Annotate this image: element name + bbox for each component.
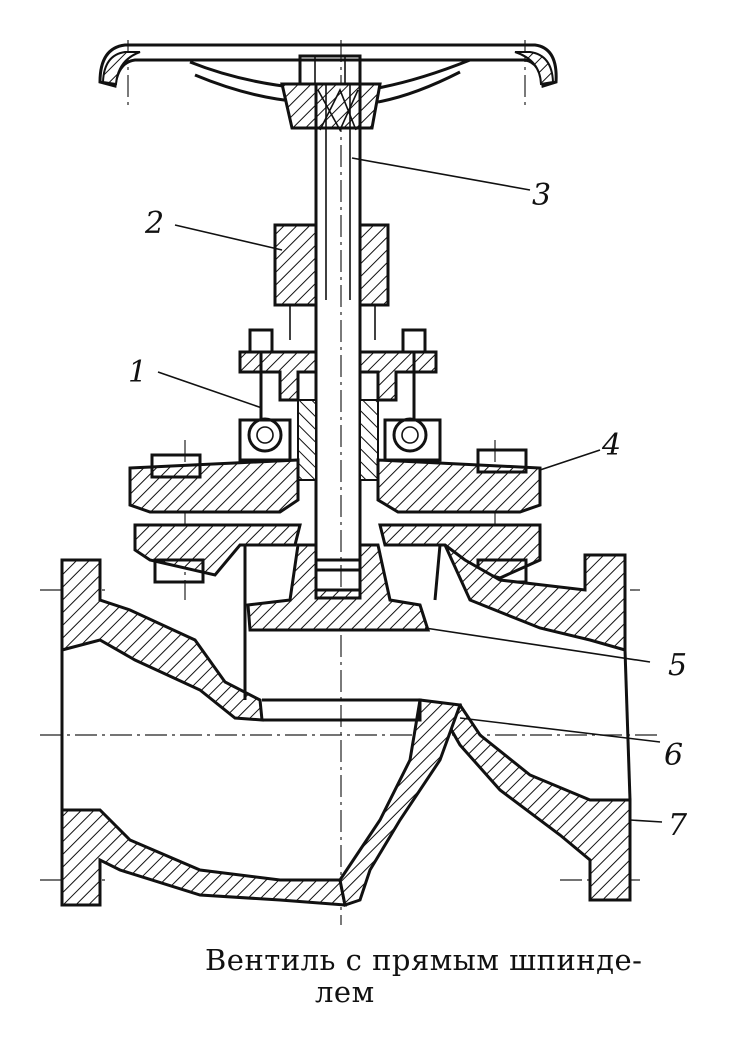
callout-3: 3 <box>532 178 551 213</box>
callout-4: 4 <box>601 428 621 463</box>
callout-5: 5 <box>668 648 687 683</box>
callout-1: 1 <box>128 355 147 390</box>
gland-assembly <box>238 328 442 481</box>
spindle <box>314 84 362 562</box>
bonnet <box>128 448 542 514</box>
valve-body <box>60 543 632 907</box>
callout-6: 6 <box>664 738 683 773</box>
caption-line-1: Вентиль с прямым шпинде- <box>205 943 642 977</box>
callouts: 1 2 3 4 5 6 7 <box>128 178 688 843</box>
yoke-nut <box>273 223 390 340</box>
callout-7: 7 <box>668 808 688 843</box>
callout-2: 2 <box>144 206 164 241</box>
caption: Вентиль с прямым шпинде- лем <box>205 943 642 1009</box>
valve-disc <box>246 543 431 632</box>
caption-line-2: лем <box>315 975 375 1009</box>
leader-lines <box>157 157 663 823</box>
